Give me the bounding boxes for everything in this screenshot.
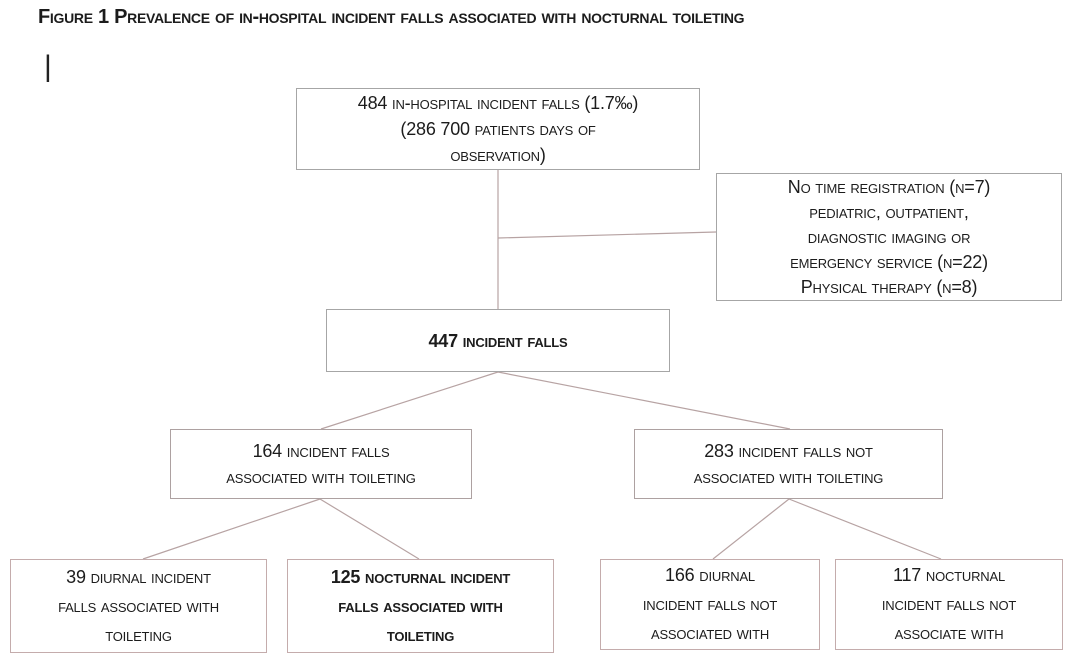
node-included-falls: 447 incident falls: [326, 309, 670, 372]
connector-not-toileting-to-diurnal: [712, 498, 790, 560]
node-falls-not-toileting: 283 incident falls not associated with t…: [634, 429, 943, 499]
connector-toileting-to-diurnal: [142, 498, 321, 560]
node-falls-toileting-text: 164 incident falls associated with toile…: [226, 441, 416, 487]
node-nocturnal-not-toileting-text: 117 nocturnal incident falls not associa…: [881, 565, 1017, 643]
node-diurnal-not-toileting-text: 166 diurnal incident falls not associate…: [642, 565, 778, 643]
connector-included-to-toileting: [320, 371, 499, 430]
node-diurnal-toileting: 39 diurnal incident falls associated wit…: [10, 559, 267, 653]
node-nocturnal-not-toileting: 117 nocturnal incident falls not associa…: [835, 559, 1063, 650]
connector-not-toileting-to-nocturnal: [788, 498, 942, 560]
connector-toileting-to-nocturnal: [319, 498, 420, 560]
connector-included-to-not-toileting: [497, 371, 791, 430]
node-included-falls-text: 447 incident falls: [428, 330, 568, 351]
text-cursor-mark: |: [44, 50, 52, 83]
node-diurnal-not-toileting: 166 diurnal incident falls not associate…: [600, 559, 820, 650]
node-total-falls: 484 in-hospital incident falls (1.7‰) (2…: [296, 88, 700, 170]
node-excluded-cases-text: No time registration (n=7) pediatric, ou…: [787, 176, 991, 297]
node-falls-not-toileting-text: 283 incident falls not associated with t…: [693, 441, 884, 487]
figure-title: Figure 1 Prevalence of in-hospital incid…: [38, 6, 745, 28]
node-excluded-cases: No time registration (n=7) pediatric, ou…: [716, 173, 1062, 301]
node-nocturnal-toileting-text: 125 nocturnal incident falls associated …: [330, 566, 511, 645]
node-diurnal-toileting-text: 39 diurnal incident falls associated wit…: [58, 566, 219, 645]
connector-total-to-excluded: [497, 231, 717, 239]
node-nocturnal-toileting: 125 nocturnal incident falls associated …: [287, 559, 554, 653]
node-total-falls-text: 484 in-hospital incident falls (1.7‰) (2…: [357, 93, 639, 165]
node-falls-toileting: 164 incident falls associated with toile…: [170, 429, 472, 499]
